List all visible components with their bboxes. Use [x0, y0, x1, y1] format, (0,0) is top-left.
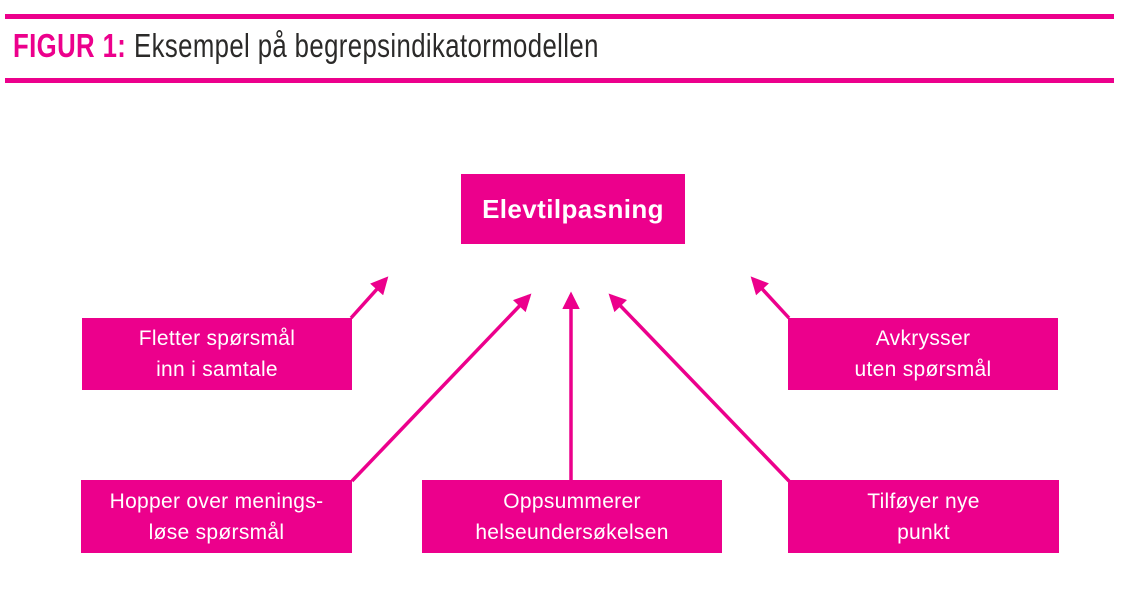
- target-box-elevtilpasning: Elevtilpasning: [461, 174, 685, 244]
- source-box-line: inn i samtale: [156, 358, 278, 381]
- figure-title-text: Eksempel på begrepsindikatormodellen: [134, 27, 599, 64]
- arrow-avkrysser-to-target: [750, 276, 791, 320]
- source-box-line: uten spørsmål: [854, 358, 992, 381]
- source-box-tilfoyer: Tilføyer nye punkt: [788, 480, 1059, 553]
- arrow-hopper-to-target: [350, 293, 532, 483]
- arrow-tilfoyer-to-target: [608, 293, 791, 483]
- header-rule-bottom: [5, 78, 1114, 83]
- figure-label: FIGUR 1:: [13, 27, 127, 64]
- source-box-hopper: Hopper over menings- løse spørsmål: [81, 480, 352, 553]
- source-box-line: løse spørsmål: [148, 520, 285, 544]
- source-box-avkrysser: Avkrysser uten spørsmål: [788, 318, 1058, 390]
- source-box-fletter: Fletter spørsmål inn i samtale: [82, 318, 352, 390]
- figure-title: FIGUR 1:Eksempel på begrepsindikatormode…: [13, 27, 599, 65]
- arrow-fletter-to-target: [349, 276, 389, 320]
- source-box-oppsummerer: Oppsummerer helseundersøkelsen: [422, 480, 722, 553]
- source-box-line: Hopper over menings-: [109, 489, 324, 513]
- header-rule-top: [5, 14, 1114, 19]
- source-box-line: helseundersøkelsen: [475, 520, 669, 544]
- source-box-line: Avkrysser: [875, 327, 971, 350]
- source-box-line: Tilføyer nye: [867, 489, 980, 513]
- source-box-line: punkt: [897, 520, 950, 544]
- source-box-line: Oppsummerer: [503, 489, 641, 513]
- target-box-label: Elevtilpasning: [482, 193, 664, 224]
- source-box-line: Fletter spørsmål: [138, 327, 296, 350]
